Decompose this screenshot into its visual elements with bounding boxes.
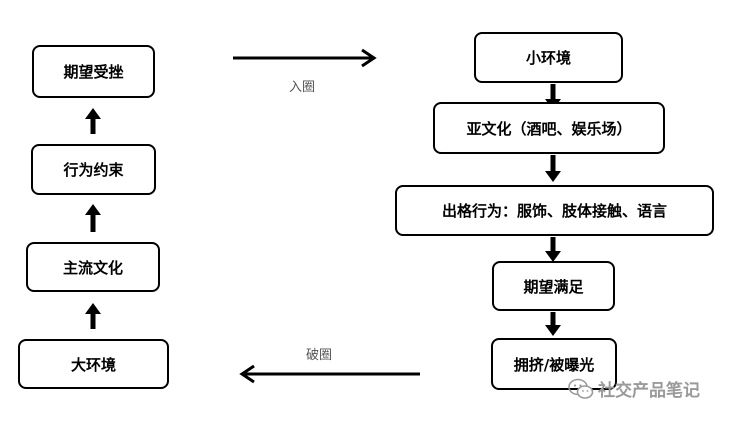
watermark-text: 社交产品笔记	[598, 381, 700, 401]
node-micro-environment: 小环境	[474, 32, 623, 83]
arrow-down-deviant-to-satisfied	[545, 237, 561, 262]
node-label: 主流文化	[62, 258, 123, 277]
node-mainstream-culture: 主流文化	[26, 242, 160, 292]
arrow-up-constraint-to-frustrated	[85, 108, 101, 134]
node-subculture: 亚文化（酒吧、娱乐场）	[433, 102, 665, 154]
break-circle-label: 破圈	[306, 348, 333, 363]
node-label: 大环境	[70, 355, 116, 374]
node-crowded-exposed: 拥挤/被曝光	[491, 338, 617, 390]
node-expectation-satisfied: 期望满足	[492, 261, 615, 311]
node-behavior-constraint: 行为约束	[31, 144, 156, 195]
node-label: 小环境	[525, 49, 571, 67]
node-label: 期望满足	[523, 277, 584, 296]
wechat-icon	[568, 378, 594, 399]
watermark: 社交产品笔记	[568, 376, 700, 401]
arrow-up-mainstream-to-constraint	[85, 204, 101, 232]
node-label: 行为约束	[63, 161, 124, 179]
node-expectation-frustrated: 期望受挫	[32, 45, 155, 98]
node-label: 亚文化（酒吧、娱乐场）	[466, 119, 632, 138]
node-label: 拥挤/被曝光	[513, 355, 595, 374]
node-macro-environment: 大环境	[18, 339, 169, 389]
node-deviant-behavior: 出格行为：服饰、肢体接触、语言	[395, 185, 714, 236]
arrow-down-subculture-to-deviant	[545, 155, 561, 182]
arrow-down-satisfied-to-crowded	[545, 312, 561, 336]
arrow-up-environment-to-mainstream	[85, 303, 101, 329]
node-label: 出格行为：服饰、肢体接触、语言	[441, 202, 667, 220]
arrow-enter-circle	[233, 48, 377, 68]
node-label: 期望受挫	[63, 63, 124, 81]
enter-circle-label: 入圈	[289, 80, 316, 95]
arrow-break-circle	[239, 364, 420, 384]
